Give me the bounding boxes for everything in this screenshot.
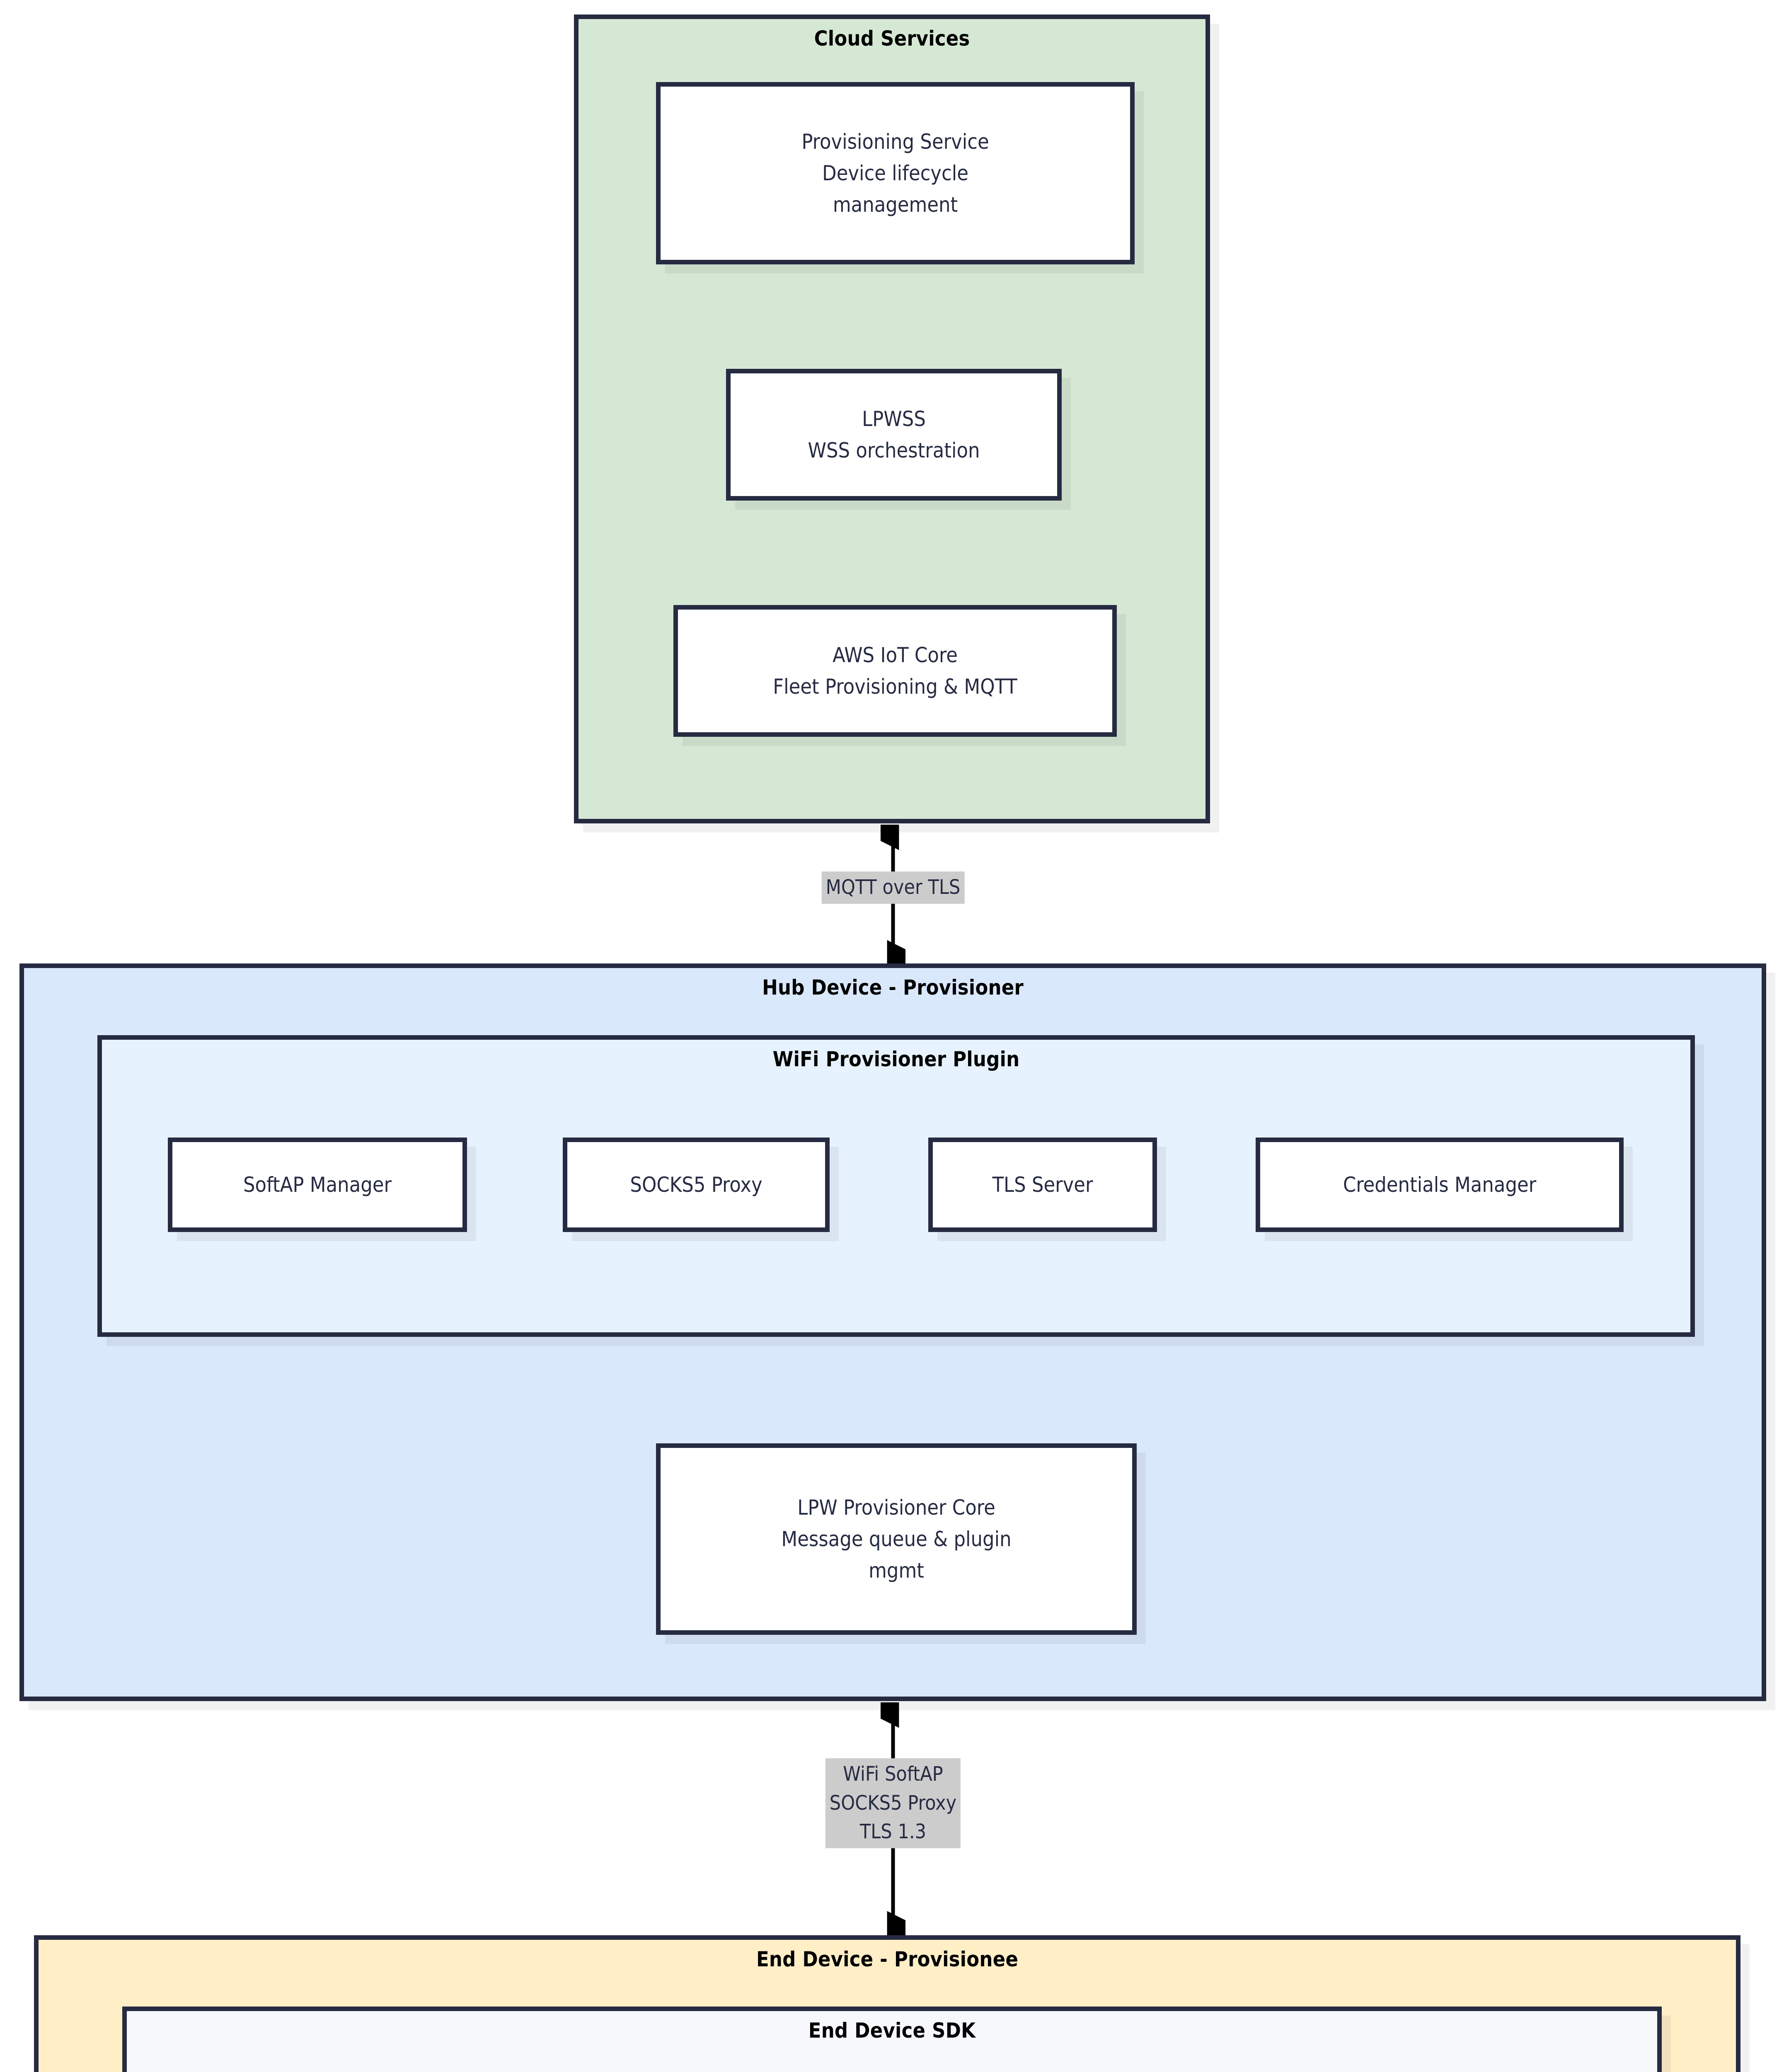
credentials-manager-label: Credentials Manager (1343, 1173, 1537, 1197)
edge-hub-enddevice-label: WiFi SoftAP SOCKS5 Proxy TLS 1.3 (825, 1758, 961, 1848)
lpw-provisioner-core-label: LPW Provisioner Core Message queue & plu… (781, 1496, 1012, 1583)
aws-iot-core-node[interactable]: AWS IoT Core Fleet Provisioning & MQTT (673, 605, 1117, 737)
provisioning-service-node[interactable]: Provisioning Service Device lifecycle ma… (656, 82, 1135, 264)
lpwss-label: LPWSS WSS orchestration (808, 407, 980, 462)
cloud-services-title: Cloud Services (814, 27, 970, 51)
end-device-sdk-title: End Device SDK (808, 2019, 976, 2043)
socks5-proxy-node[interactable]: SOCKS5 Proxy (563, 1138, 830, 1232)
socks5-proxy-label: SOCKS5 Proxy (630, 1173, 762, 1197)
aws-iot-core-label: AWS IoT Core Fleet Provisioning & MQTT (773, 643, 1017, 699)
softap-manager-node[interactable]: SoftAP Manager (168, 1138, 467, 1232)
edge-cloud-hub-label: MQTT over TLS (821, 871, 965, 904)
credentials-manager-node[interactable]: Credentials Manager (1256, 1138, 1624, 1232)
end-device-title: End Device - Provisionee (756, 1947, 1019, 1971)
end-device-sdk-container: End Device SDK (122, 2007, 1662, 2072)
wifi-provisioner-plugin-title: WiFi Provisioner Plugin (772, 1047, 1020, 1071)
softap-manager-label: SoftAP Manager (243, 1173, 392, 1197)
provisioning-service-label: Provisioning Service Device lifecycle ma… (801, 130, 989, 217)
lpwss-node[interactable]: LPWSS WSS orchestration (726, 369, 1062, 501)
lpw-provisioner-core-node[interactable]: LPW Provisioner Core Message queue & plu… (656, 1443, 1137, 1635)
tls-server-label: TLS Server (992, 1173, 1093, 1197)
tls-server-node[interactable]: TLS Server (928, 1138, 1157, 1232)
hub-device-title: Hub Device - Provisioner (762, 975, 1024, 1000)
